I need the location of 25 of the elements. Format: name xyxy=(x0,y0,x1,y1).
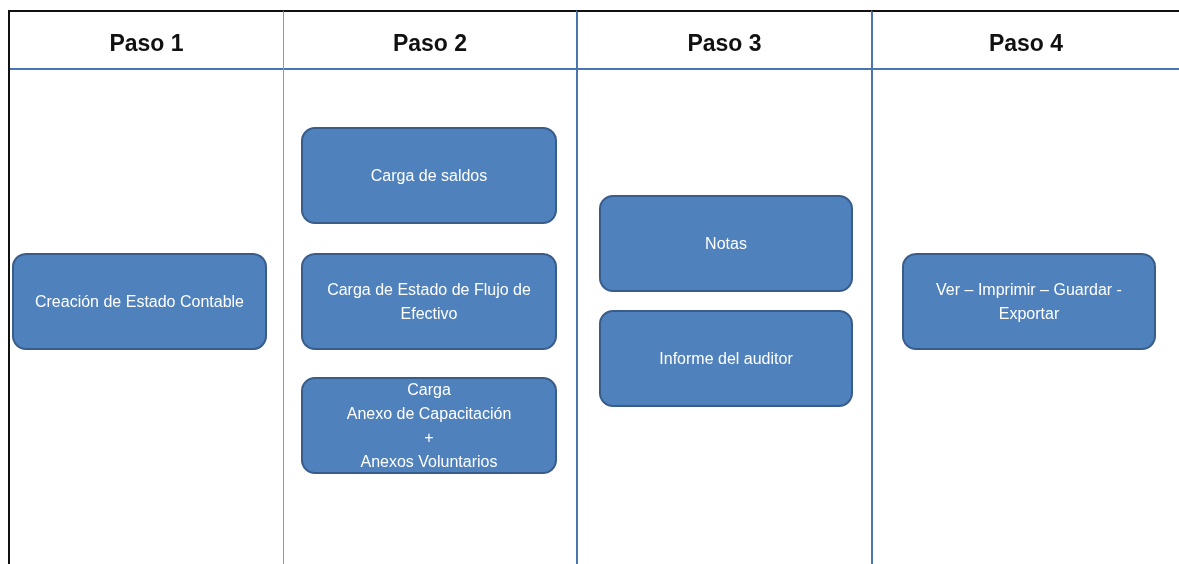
box-label: + xyxy=(424,427,434,448)
box-label: Anexo de Capacitación xyxy=(346,403,512,424)
box-label: Carga xyxy=(407,379,451,400)
step-column xyxy=(283,10,576,564)
box-label: Carga de Estado de Flujo de Efectivo xyxy=(326,279,532,324)
step-heading: Paso 1 xyxy=(108,30,185,57)
box-label: Informe del auditor xyxy=(659,348,793,369)
process-box xyxy=(599,195,853,292)
process-box xyxy=(301,377,557,474)
process-box xyxy=(902,253,1156,350)
box-label: Anexos Voluntarios xyxy=(360,451,498,472)
box-label: Notas xyxy=(705,233,747,254)
step-heading: Paso 2 xyxy=(391,30,469,57)
step-heading: Paso 3 xyxy=(686,30,763,57)
step-column xyxy=(871,10,1179,564)
process-box xyxy=(599,310,853,407)
process-box xyxy=(301,253,557,350)
box-label: Creación de Estado Contable xyxy=(35,291,244,312)
step-column xyxy=(576,10,871,564)
process-box xyxy=(301,127,557,224)
box-label: Ver – Imprimir – Guardar - Exportar xyxy=(935,279,1123,324)
step-column xyxy=(8,10,283,564)
box-label: Carga de saldos xyxy=(370,165,488,186)
process-box xyxy=(12,253,267,350)
step-heading: Paso 4 xyxy=(987,30,1065,57)
